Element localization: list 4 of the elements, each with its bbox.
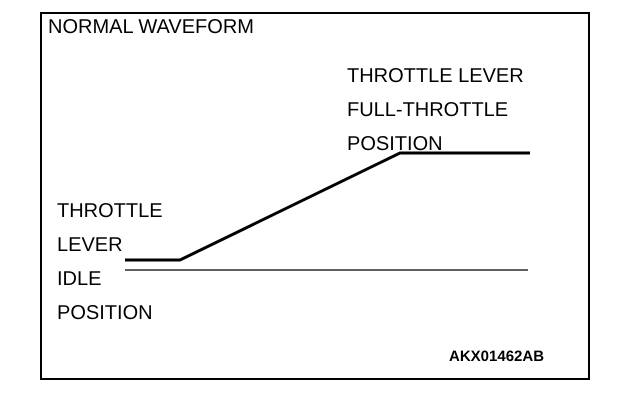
- figure-code: AKX01462AB: [449, 347, 544, 367]
- title: NORMAL WAVEFORM: [48, 15, 254, 40]
- waveform-label: THROTTLE LEVER FULL-THROTTLE POSITION: [347, 64, 525, 157]
- waveform-label: THROTTLE LEVER IDLE POSITION: [57, 199, 164, 326]
